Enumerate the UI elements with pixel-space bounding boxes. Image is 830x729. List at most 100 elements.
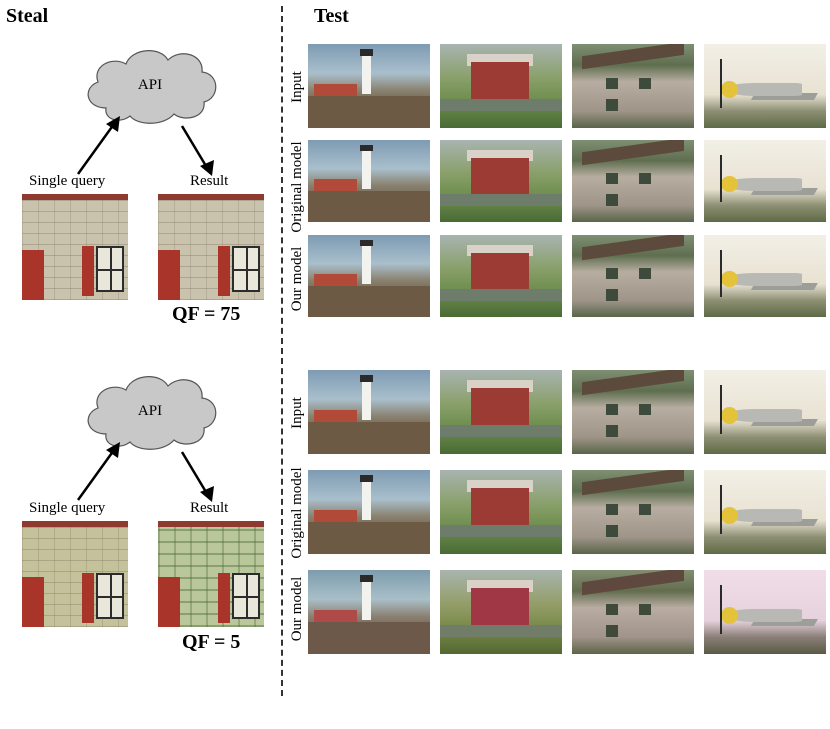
airplane-image <box>704 470 826 554</box>
barn <box>470 62 530 100</box>
airplane-image <box>704 370 826 454</box>
api-cloud-bottom: API <box>87 376 217 450</box>
result-caption-bottom: Result <box>190 500 229 516</box>
shutter <box>22 577 44 627</box>
roof <box>581 235 685 261</box>
water <box>440 289 562 301</box>
shutter <box>158 577 180 627</box>
water <box>440 525 562 538</box>
lamp <box>359 239 374 247</box>
water <box>440 425 562 438</box>
nose <box>721 80 739 98</box>
chalet-image <box>572 470 694 554</box>
result-image-top <box>158 194 264 300</box>
window <box>606 503 619 516</box>
propeller <box>719 485 723 534</box>
chalet-image <box>572 140 694 222</box>
window <box>606 77 619 90</box>
window <box>96 246 124 292</box>
shutter <box>218 246 230 296</box>
row-label-ours-1: Our model <box>289 246 305 312</box>
section-divider <box>281 6 283 696</box>
roof-edge <box>158 194 264 200</box>
houses <box>314 510 357 523</box>
water <box>440 99 562 112</box>
shutter <box>82 246 94 296</box>
roof <box>581 140 685 166</box>
roof <box>466 54 533 66</box>
fuselage <box>725 177 802 191</box>
barn <box>470 588 530 626</box>
lamp <box>359 49 374 56</box>
qf-75-label: QF = 75 <box>172 303 241 325</box>
row-label-ours-2: Our model <box>289 576 305 642</box>
window <box>606 194 619 206</box>
barn-image <box>440 470 562 554</box>
lighthouse-image <box>308 44 430 128</box>
roof <box>466 149 533 162</box>
window <box>606 525 619 538</box>
barn-image <box>440 570 562 654</box>
result-image-bottom <box>158 521 264 627</box>
houses <box>314 274 357 286</box>
airplane-image <box>704 44 826 128</box>
propeller <box>719 249 723 298</box>
query-arrow-top <box>76 116 120 175</box>
fuselage <box>725 508 802 523</box>
rocks <box>308 190 430 222</box>
lighthouse-image <box>308 235 430 317</box>
chalet-image <box>572 235 694 317</box>
rocks <box>308 622 430 654</box>
window <box>606 625 619 638</box>
water <box>440 194 562 206</box>
window <box>232 246 260 292</box>
airplane-image <box>704 570 826 654</box>
window <box>639 77 652 90</box>
roof <box>581 370 685 396</box>
rocks <box>308 422 430 454</box>
api-label-top: API <box>138 77 162 93</box>
window <box>606 603 619 616</box>
window <box>639 267 652 280</box>
roof <box>581 470 685 496</box>
barn <box>470 158 530 195</box>
roof <box>466 244 533 257</box>
rocks <box>308 96 430 128</box>
window <box>606 99 619 112</box>
houses <box>314 410 357 423</box>
fuselage <box>725 272 802 286</box>
propeller <box>719 59 723 108</box>
lighthouse-image <box>308 140 430 222</box>
fuselage <box>725 608 802 623</box>
qf-5-label: QF = 5 <box>182 631 241 653</box>
query-arrow-bottom <box>76 442 120 501</box>
window <box>639 503 652 516</box>
query-image-bottom <box>22 521 128 627</box>
window <box>606 267 619 280</box>
barn-image <box>440 140 562 222</box>
window <box>606 403 619 416</box>
lamp <box>359 475 374 482</box>
roof <box>466 480 533 492</box>
window <box>96 573 124 619</box>
window <box>639 172 652 185</box>
test-heading: Test <box>314 5 349 27</box>
result-arrow-bottom <box>180 451 214 502</box>
chalet-image <box>572 370 694 454</box>
query-image-top <box>22 194 128 300</box>
barn <box>470 253 530 290</box>
nose <box>721 606 739 624</box>
lighthouse-image <box>308 370 430 454</box>
propeller <box>719 385 723 434</box>
roof <box>466 580 533 592</box>
shutter <box>158 250 180 300</box>
rocks <box>308 522 430 554</box>
houses <box>314 610 357 623</box>
lamp <box>359 375 374 382</box>
shutter <box>218 573 230 623</box>
tower <box>361 380 372 421</box>
propeller <box>719 154 723 203</box>
chalet-image <box>572 570 694 654</box>
result-caption-top: Result <box>190 173 229 189</box>
rocks <box>308 285 430 317</box>
